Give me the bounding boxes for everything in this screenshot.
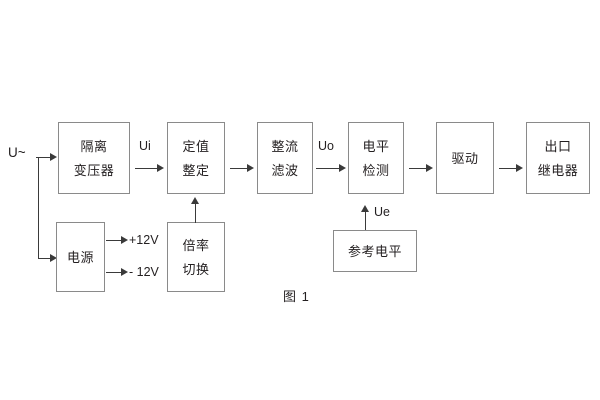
block-power-supply-line1: 电源 [66, 249, 94, 265]
block-isolation-transformer-line2: 变压器 [73, 162, 115, 178]
transformer-to-setting-arrowhead [157, 164, 164, 172]
branch-to-transformer-line [38, 157, 51, 158]
setting-to-rectify-line [230, 168, 248, 169]
signal-uo-label: Uo [318, 139, 334, 153]
rail-positive-label: +12V [129, 233, 159, 247]
input-source-label: U~ [8, 145, 26, 160]
branch-to-transformer-arrowhead [50, 153, 57, 161]
block-output-relay-line1: 出口 [544, 138, 572, 154]
block-reference-level: 参考电平 [333, 230, 417, 272]
block-rectify-filter-line2: 滤波 [271, 162, 299, 178]
rail-negative-arrowhead [121, 268, 128, 276]
block-rectify-filter-line1: 整流 [271, 138, 299, 154]
block-reference-level-line1: 参考电平 [347, 243, 402, 259]
block-level-detect-line2: 检测 [362, 162, 390, 178]
rail-positive-line [106, 240, 122, 241]
block-drive: 驱动 [436, 122, 494, 194]
branch-to-power-line [38, 258, 51, 259]
block-drive-line1: 驱动 [451, 150, 479, 166]
reference-to-detect-arrowhead [361, 205, 369, 212]
signal-ue-label: Ue [374, 205, 390, 219]
detect-to-drive-line [409, 168, 427, 169]
block-rectify-filter: 整流 滤波 [257, 122, 313, 194]
reference-to-detect-line [365, 211, 366, 230]
block-multiplier-switch: 倍率 切换 [167, 222, 225, 292]
multiplier-to-setting-line [195, 203, 196, 223]
transformer-to-setting-line [135, 168, 158, 169]
block-multiplier-switch-line1: 倍率 [182, 237, 210, 253]
rail-positive-arrowhead [121, 236, 128, 244]
signal-ui-label: Ui [139, 139, 151, 153]
input-bus-vertical [38, 157, 39, 258]
block-setting-value-line2: 整定 [182, 162, 210, 178]
block-output-relay-line2: 继电器 [537, 162, 579, 178]
rectify-to-detect-line [316, 168, 340, 169]
block-setting-value: 定值 整定 [167, 122, 225, 194]
block-multiplier-switch-line2: 切换 [182, 261, 210, 277]
rectify-to-detect-arrowhead [339, 164, 346, 172]
rail-negative-line [106, 272, 122, 273]
block-isolation-transformer: 隔离 变压器 [58, 122, 130, 194]
figure-caption: 图 1 [283, 289, 310, 304]
drive-to-relay-arrowhead [516, 164, 523, 172]
drive-to-relay-line [499, 168, 517, 169]
block-isolation-transformer-line1: 隔离 [80, 138, 108, 154]
rail-negative-label: - 12V [129, 265, 159, 279]
block-setting-value-line1: 定值 [182, 138, 210, 154]
block-level-detect: 电平 检测 [348, 122, 404, 194]
block-level-detect-line1: 电平 [362, 138, 390, 154]
block-output-relay: 出口 继电器 [526, 122, 590, 194]
block-power-supply: 电源 [56, 222, 105, 292]
setting-to-rectify-arrowhead [247, 164, 254, 172]
detect-to-drive-arrowhead [426, 164, 433, 172]
multiplier-to-setting-arrowhead [191, 197, 199, 204]
branch-to-power-arrowhead [50, 254, 57, 262]
